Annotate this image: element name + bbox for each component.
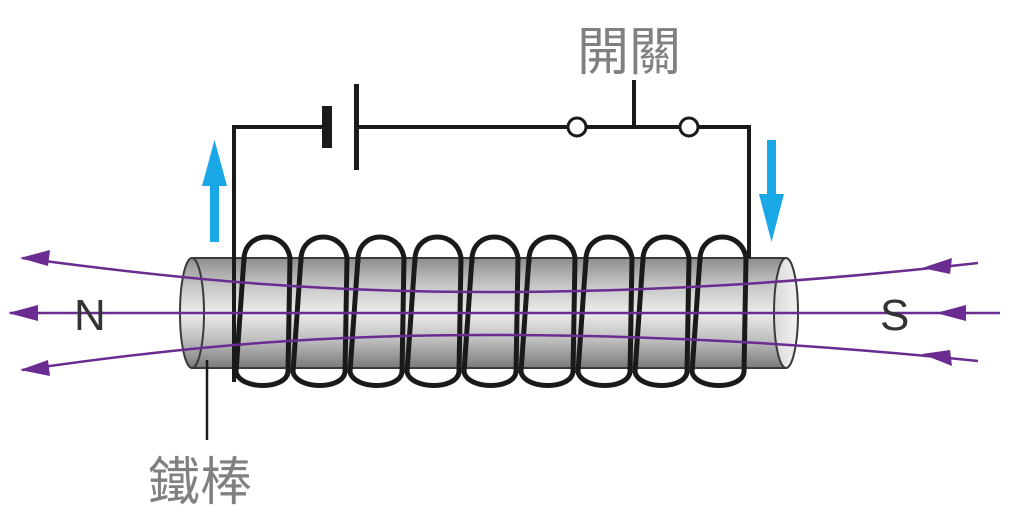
coil-turn-front [632, 255, 692, 388]
coil-turn-front [404, 255, 464, 388]
field-arrow-bottom-left [20, 360, 50, 376]
field-arrow-top-right [922, 258, 952, 274]
magnetic-field-lines [10, 256, 1000, 372]
coil-turn-back [583, 234, 635, 261]
current-arrows [202, 140, 784, 242]
coil-turn-back [298, 234, 350, 261]
coil-turn-back [412, 234, 464, 261]
coil-turn-back [241, 234, 293, 261]
battery-negative-plate [322, 106, 332, 148]
field-arrow-bottom-right [922, 350, 952, 366]
coil-turn-front [290, 255, 350, 388]
current-arrow-down [759, 140, 784, 242]
wire-right [696, 125, 751, 258]
field-arrowheads [8, 250, 966, 376]
switch-terminal-right [678, 116, 700, 138]
current-arrow-up [202, 140, 227, 242]
coil-turn-front [518, 255, 578, 388]
coil-turn-front [575, 255, 635, 388]
coil-turn-back [469, 234, 521, 261]
coil-front-strands [233, 255, 749, 388]
field-line-bottom [21, 333, 979, 372]
battery [322, 84, 359, 170]
circuit-wire [232, 80, 751, 382]
coil-turn-front [233, 255, 293, 388]
switch-terminal-left [566, 116, 588, 138]
field-arrow-mid-right [936, 305, 966, 321]
coil-turn-front [689, 255, 749, 388]
switch-label: 開關 [577, 23, 681, 83]
switch [566, 116, 700, 138]
coil-turn-front [461, 255, 521, 388]
iron-rod-label: 鐵棒 [148, 453, 252, 513]
coil-turn-back [640, 234, 692, 261]
south-pole-label: S [880, 291, 909, 340]
field-arrow-mid-left [8, 305, 38, 321]
coil-turn-back [526, 234, 578, 261]
field-arrow-top-left [20, 250, 50, 266]
coil-turn-back [355, 234, 407, 261]
coil-back-strands [241, 234, 749, 261]
north-pole-label: N [74, 291, 106, 340]
wire-left [232, 125, 326, 382]
coil-turn-back [697, 234, 749, 261]
field-line-top [21, 256, 979, 294]
coil-turn-front [347, 255, 407, 388]
battery-positive-plate [354, 84, 359, 170]
